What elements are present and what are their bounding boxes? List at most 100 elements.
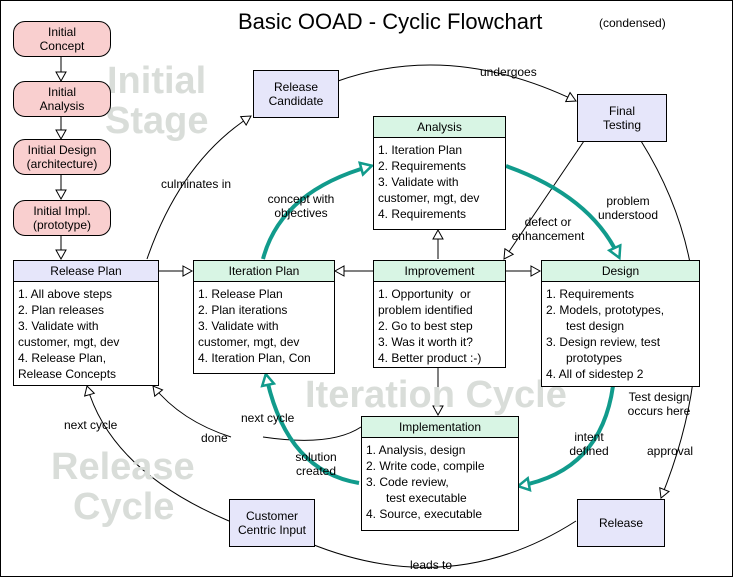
label-line: defined: [569, 444, 609, 458]
box-item: 4. Better product :-): [378, 351, 482, 365]
step-initial-analysis: Initial Analysis: [13, 81, 111, 117]
step-line-2: (architecture): [26, 157, 98, 171]
box-item: 3. Code review,: [366, 475, 449, 489]
page-title: Basic OOAD - Cyclic Flowchart: [238, 9, 543, 34]
label-next-cycle-outer: next cycle: [64, 418, 118, 432]
box-item: customer, mgt, dev: [378, 191, 480, 205]
node-release: Release: [577, 499, 665, 547]
box-item: 4. All of sidestep 2: [546, 367, 644, 381]
box-improvement: Improvement 1. Opportunity or problem id…: [373, 260, 506, 368]
label-line: problem: [606, 194, 650, 208]
box-item: 3. Validate with: [378, 175, 459, 189]
label-line: objectives: [274, 206, 328, 220]
box-item: 1. Release Plan: [198, 287, 283, 301]
step-line-1: Initial: [47, 25, 76, 39]
node-release-candidate: Release Candidate: [253, 70, 339, 118]
box-items: 1. Iteration Plan 2. Requirements 3. Val…: [374, 138, 505, 222]
node-line-2: Centric Input: [237, 523, 307, 537]
step-initial-design: Initial Design (architecture): [13, 139, 111, 175]
box-item: 4. Source, executable: [366, 507, 483, 521]
box-item: 1. Opportunity or: [378, 287, 471, 301]
box-item: 2. Write code, compile: [366, 459, 485, 473]
label-line: intent: [574, 430, 604, 444]
step-line-2: (prototype): [32, 218, 92, 232]
box-items: 1. Analysis, design 2. Write code, compi…: [362, 438, 518, 522]
box-items: 1. Requirements 2. Models, prototypes, t…: [542, 282, 699, 382]
label-line: solution: [295, 450, 337, 464]
box-item: 1. All above steps: [18, 287, 113, 301]
label-intent-defined: intent defined: [561, 430, 617, 458]
box-title: Implementation: [362, 417, 518, 438]
step-initial-concept: Initial Concept: [13, 21, 111, 57]
label-solution-created: solution created: [288, 450, 344, 478]
box-item: customer, mgt, dev: [198, 335, 300, 349]
node-line-1: Release: [273, 80, 319, 94]
node-customer-input: Customer Centric Input: [229, 499, 315, 547]
box-item: 2. Go to best step: [378, 319, 473, 333]
box-release-plan: Release Plan 1. All above steps 2. Plan …: [13, 260, 159, 386]
box-title: Improvement: [374, 261, 505, 282]
step-line-1: Initial: [47, 85, 76, 99]
box-iteration-plan: Iteration Plan 1. Release Plan 2. Plan i…: [193, 260, 335, 374]
box-item: 1. Requirements: [546, 287, 635, 301]
iteration-cycle-arrows: [263, 166, 619, 486]
label-culminates-in: culminates in: [161, 177, 232, 191]
box-item: prototypes: [546, 351, 623, 365]
watermark-iteration-cycle: Iteration Cycle: [305, 374, 567, 416]
box-items: 1. Release Plan 2. Plan iterations 3. Va…: [194, 282, 334, 366]
step-line-2: Concept: [39, 39, 85, 53]
label-problem-understood: problem understood: [595, 194, 661, 222]
step-line-1: Initial Impl.: [33, 204, 91, 218]
node-line-2: Testing: [602, 118, 642, 132]
box-item: 2. Plan iterations: [198, 303, 288, 317]
box-title: Analysis: [374, 117, 505, 138]
box-item: test design: [546, 319, 625, 333]
box-item: customer, mgt, dev: [18, 335, 120, 349]
label-leads-to: leads to: [410, 558, 453, 572]
label-line: concept with: [267, 192, 335, 206]
step-line-1: Initial Design: [27, 143, 97, 157]
label-done: done: [201, 431, 228, 445]
box-implementation: Implementation 1. Analysis, design 2. Wr…: [361, 416, 519, 531]
box-item: 2. Plan releases: [18, 303, 105, 317]
box-item: 1. Analysis, design: [366, 443, 466, 457]
box-analysis: Analysis 1. Iteration Plan 2. Requiremen…: [373, 116, 506, 230]
label-line: understood: [597, 208, 659, 222]
label-line: occurs here: [627, 404, 691, 418]
label-undergoes: undergoes: [480, 65, 537, 79]
watermark-release: Release: [51, 446, 195, 488]
label-line: created: [295, 464, 337, 478]
box-item: 4. Iteration Plan, Con: [198, 351, 311, 365]
box-design: Design 1. Requirements 2. Models, protot…: [541, 260, 700, 387]
step-line-2: Analysis: [39, 99, 85, 113]
step-initial-impl: Initial Impl. (prototype): [13, 200, 111, 236]
box-item: 2. Requirements: [378, 159, 467, 173]
box-item: 3. Validate with: [18, 319, 99, 333]
label-line: Test design: [628, 390, 690, 404]
node-final-testing: Final Testing: [577, 94, 667, 142]
box-item: 3. Validate with: [198, 319, 279, 333]
box-item: 2. Models, prototypes,: [546, 303, 665, 317]
label-approval: approval: [647, 444, 694, 458]
box-item: 4. Requirements: [378, 207, 467, 221]
box-item: 3. Was it worth it?: [378, 335, 473, 349]
label-defect-or-enhancement: defect or enhancement: [506, 215, 590, 243]
node-line-1: Release: [598, 516, 644, 530]
node-line-2: Candidate: [268, 94, 324, 108]
box-item: Release Concepts: [18, 367, 117, 381]
label-line: enhancement: [511, 229, 585, 243]
box-title: Design: [542, 261, 699, 282]
page-subtitle: (condensed): [599, 16, 666, 30]
box-item: 1. Iteration Plan: [378, 143, 463, 157]
watermark-initial: Initial: [107, 60, 207, 102]
middle-row-connectors: [158, 140, 585, 417]
box-items: 1. Opportunity or problem identified 2. …: [374, 282, 505, 366]
box-item: problem identified: [378, 303, 473, 317]
box-title: Release Plan: [14, 261, 158, 282]
box-item: test executable: [366, 491, 467, 505]
watermark-cycle: Cycle: [73, 486, 175, 528]
label-next-cycle-inner: next cycle: [241, 411, 295, 425]
watermark-stage: Stage: [105, 100, 209, 142]
node-line-1: Final: [608, 104, 635, 118]
